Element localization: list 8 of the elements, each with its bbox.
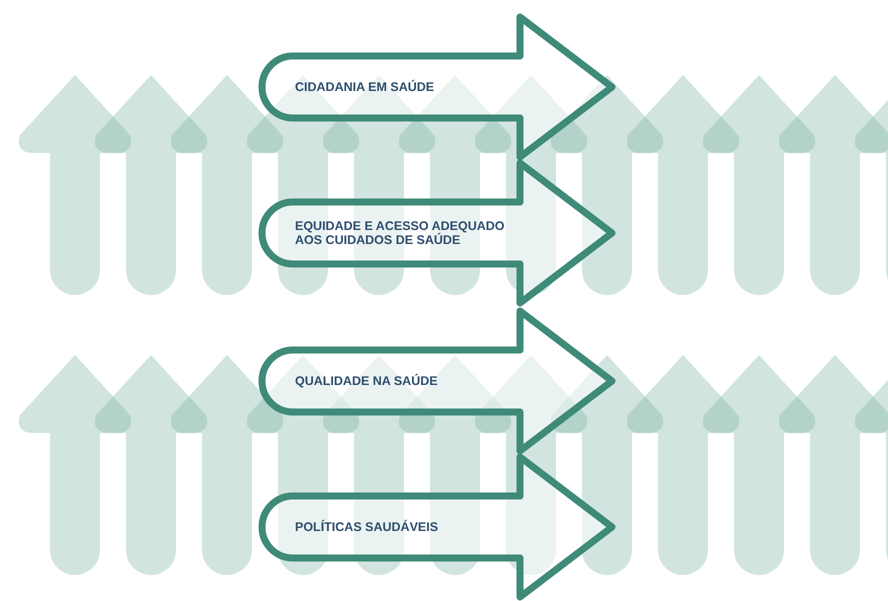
arrow-label: EQUIDADE E ACESSO ADEQUADO AOS CUIDADOS DE SAÚDE	[295, 219, 506, 247]
arrow-label: POLÍTICAS SAUDÁVEIS	[295, 520, 440, 534]
arrow-box	[257, 306, 617, 456]
arrow-label: QUALIDADE NA SAÚDE	[295, 374, 439, 388]
arrow-label: CIDADANIA EM SAÚDE	[295, 80, 436, 94]
arrow-box	[257, 452, 617, 601]
arrow-box	[257, 158, 617, 308]
arrow-box	[257, 12, 617, 162]
